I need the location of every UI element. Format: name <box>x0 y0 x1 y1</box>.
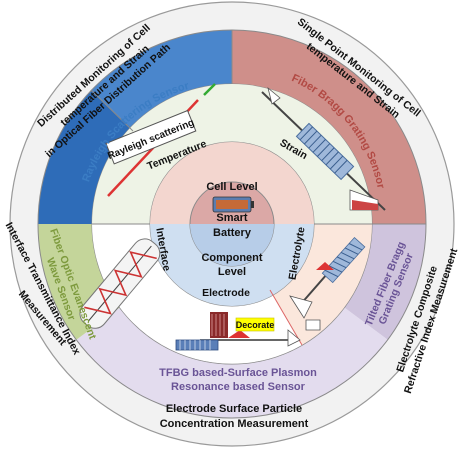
component-level-line2: Level <box>218 266 246 278</box>
hub-lower <box>190 224 274 266</box>
tfbg-illustration <box>289 236 366 331</box>
divider-electrolyte <box>269 289 303 346</box>
electrode-measure-line2: Concentration Measurement <box>160 418 309 430</box>
electrode-measure-line1: Electrode Surface Particle <box>166 403 302 415</box>
decorate-label: Decorate <box>236 320 275 330</box>
spr-sensor-line2: Resonance based Sensor <box>171 381 306 393</box>
battery-icon <box>212 196 254 213</box>
electrode-label: Electrode <box>202 287 250 299</box>
evanescent-illustration <box>79 238 161 329</box>
component-level-line1: Component <box>201 252 262 264</box>
cell-level-label: Cell Level <box>206 181 257 193</box>
rayleigh-illustration <box>105 83 216 197</box>
spr-sensor-line1: TFBG based-Surface Plasmon <box>159 367 317 379</box>
divider-upper-left <box>90 89 134 132</box>
center-title-line2: Battery <box>213 227 252 239</box>
fbg-illustration <box>261 86 386 211</box>
center-title-line1: Smart <box>216 212 248 224</box>
spr-illustration <box>175 312 301 351</box>
